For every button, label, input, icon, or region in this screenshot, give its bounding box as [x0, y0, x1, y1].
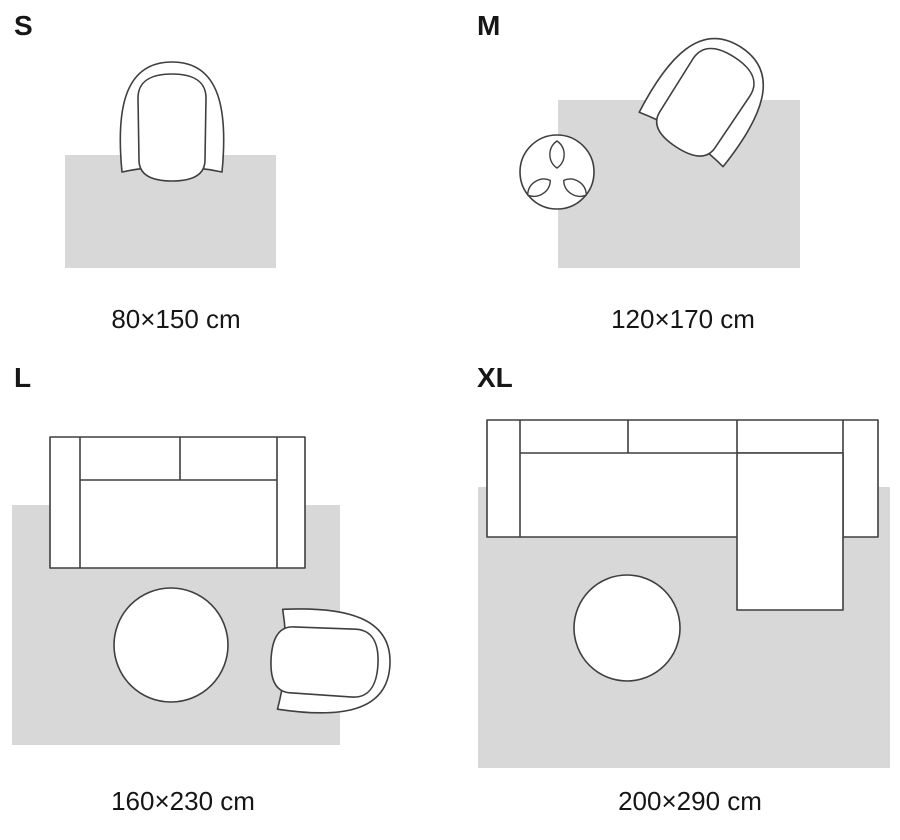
scene-l [12, 436, 394, 745]
scene-xl [478, 419, 890, 768]
size-label-l: L [14, 362, 32, 393]
armchair-l-icon [267, 606, 394, 718]
size-caption-s: 80×150 cm [111, 304, 241, 334]
coffee-table-xl-icon [573, 574, 681, 682]
size-label-s: S [14, 10, 33, 41]
size-label-xl: XL [477, 362, 513, 393]
size-caption-l: 160×230 cm [111, 786, 255, 816]
scene-m [519, 18, 800, 268]
size-caption-xl: 200×290 cm [618, 786, 762, 816]
size-label-m: M [477, 10, 501, 41]
size-caption-m: 120×170 cm [611, 304, 755, 334]
coffee-table-l-icon [113, 587, 229, 703]
plant-m-icon [519, 134, 595, 210]
armchair-s-icon [119, 61, 225, 182]
scene-s [65, 61, 276, 268]
sectional-sofa-xl-icon [486, 419, 879, 611]
sofa-l-icon [49, 436, 306, 569]
